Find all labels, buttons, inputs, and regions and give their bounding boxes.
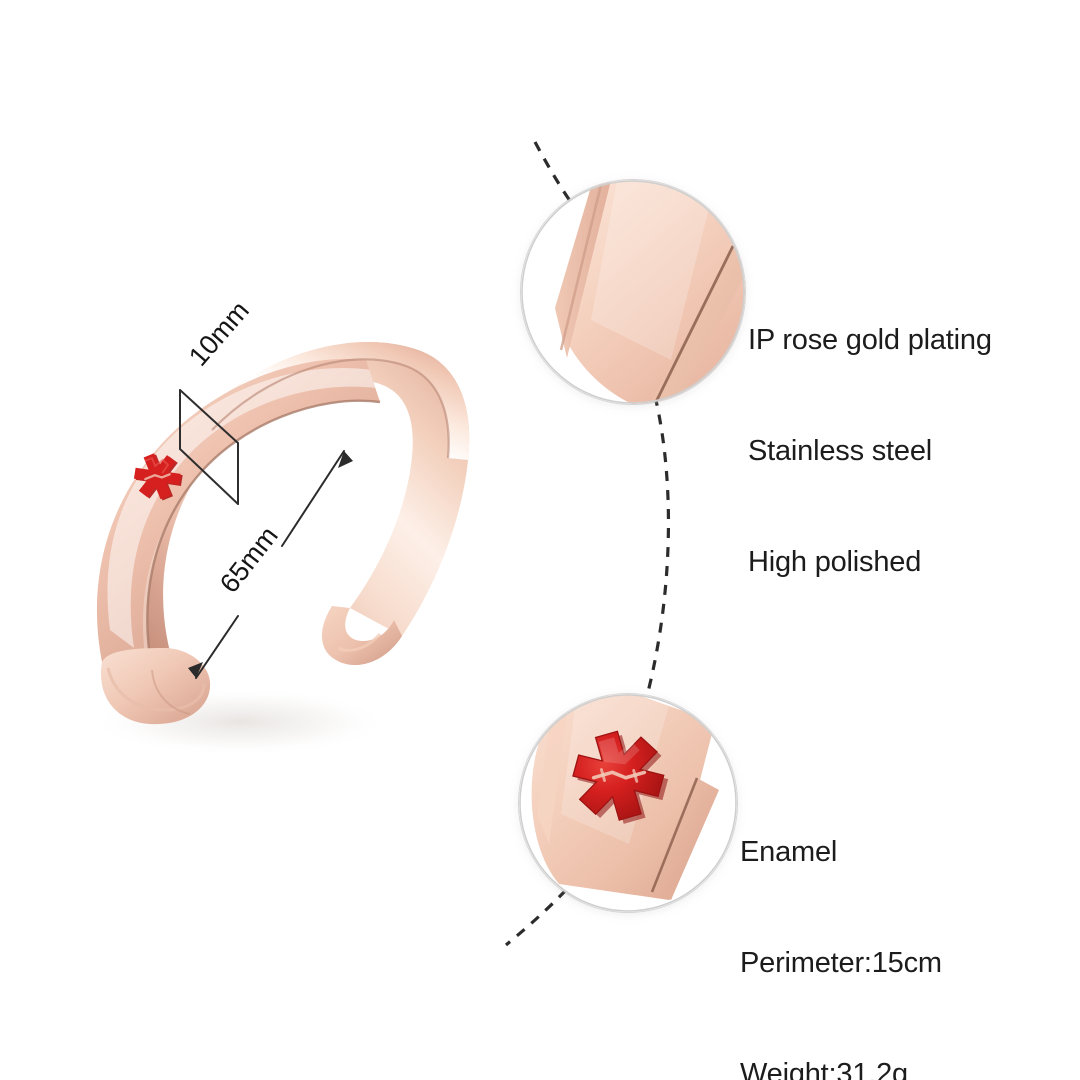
polished-surface — [555, 180, 745, 404]
zoom-bubble-material — [521, 180, 745, 404]
enamel-right-edge — [647, 778, 719, 900]
bubble-outline — [519, 694, 737, 912]
left-seam-line — [559, 180, 609, 351]
band-highlight — [107, 367, 380, 668]
zoom-bubble-material-content — [521, 180, 745, 404]
callout-material-line-3: High polished — [748, 546, 922, 578]
callout-material-line-2: Stainless steel — [748, 435, 932, 467]
enamel-right-seam — [650, 777, 699, 893]
right-edge-band — [647, 246, 745, 404]
star-of-life-icon-enlarged — [572, 730, 669, 824]
enamel-left-facet — [537, 694, 571, 844]
right-seam-line — [650, 245, 735, 404]
cuff-tip-bottom-highlight — [106, 667, 206, 712]
callout-enamel-line-2: Perimeter:15cm — [740, 947, 942, 979]
leader-line-between-bubbles — [644, 395, 671, 701]
cuff-tip-bottom-edge — [151, 669, 191, 715]
bracelet-top-rim — [198, 342, 470, 460]
surface-highlight — [591, 180, 721, 360]
bubble-outline — [521, 180, 745, 404]
star-of-life-icon — [133, 453, 183, 501]
band-rim-seam — [211, 358, 450, 459]
zoom-bubble-enamel — [519, 694, 737, 912]
cuff-tip-open-highlight — [337, 632, 382, 652]
callout-material-text: IP rose gold plating Stainless steel Hig… — [748, 248, 992, 655]
leader-line-bottom-out — [504, 888, 568, 947]
callout-material-line-1: IP rose gold plating — [748, 324, 992, 356]
callout-enamel-line-1: Enamel — [740, 836, 838, 868]
callout-enamel-text: Enamel Perimeter:15cm Weight:31.2g — [740, 760, 942, 1080]
callout-enamel-line-3: Weight:31.2g — [740, 1058, 908, 1080]
zoom-bubble-enamel-content — [519, 694, 737, 912]
